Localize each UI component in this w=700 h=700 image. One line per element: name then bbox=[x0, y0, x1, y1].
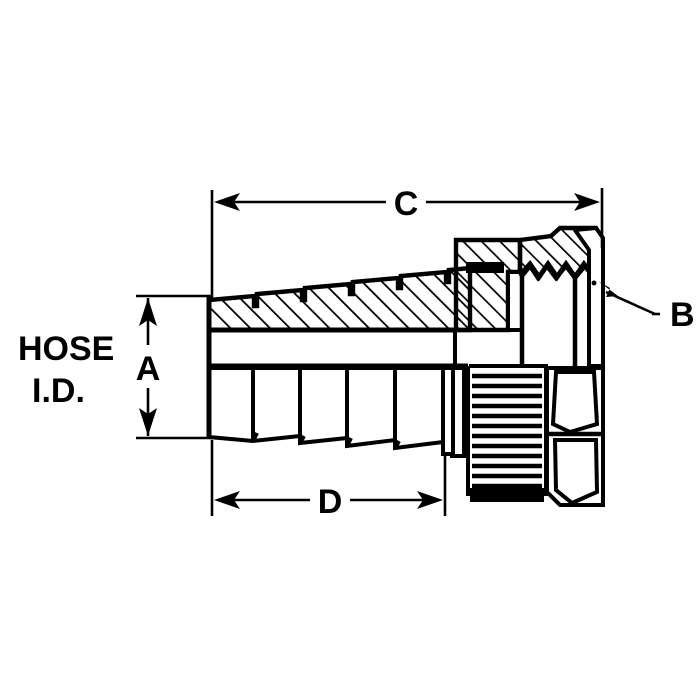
thread-crest-zigzag bbox=[519, 259, 595, 282]
hex-nut-lower bbox=[545, 366, 605, 507]
barb-outside-view bbox=[207, 366, 470, 458]
barb-section-upper bbox=[206, 265, 473, 333]
detail-dot bbox=[591, 280, 597, 286]
dim-c-arrow-right bbox=[574, 193, 600, 211]
dim-a-arrow-top bbox=[139, 298, 157, 326]
barb-sawtooth-section bbox=[206, 265, 473, 333]
dim-d-label: D bbox=[318, 483, 343, 521]
barb-lower-profile bbox=[207, 366, 470, 453]
dim-b-label: B bbox=[670, 296, 695, 334]
hose-id-line-1: HOSE bbox=[18, 330, 114, 368]
dim-c-label: C bbox=[394, 185, 419, 223]
thread-profile-upper bbox=[517, 225, 605, 368]
dim-d-arrow-left bbox=[214, 491, 240, 509]
bore-clear bbox=[209, 330, 469, 366]
collar-step-inner bbox=[441, 366, 455, 456]
key-notch-solid bbox=[466, 262, 504, 273]
hose-id-line-2: I.D. bbox=[32, 372, 85, 410]
dim-d-arrow-right bbox=[417, 491, 443, 509]
hex-flat-lower bbox=[552, 438, 600, 506]
thread-lines-lower bbox=[472, 373, 542, 489]
thread-sleeve-base-solid bbox=[470, 488, 544, 502]
dim-c-arrow-left bbox=[214, 193, 240, 211]
dimension-a: A bbox=[136, 294, 212, 440]
detail-ticks bbox=[453, 280, 597, 368]
thread-nose-right bbox=[571, 225, 605, 368]
hose-id-note: HOSE I.D. bbox=[18, 330, 114, 410]
dim-a-label: A bbox=[136, 350, 161, 388]
threaded-sleeve-lower bbox=[466, 364, 548, 502]
dimension-c: C bbox=[210, 185, 604, 300]
dim-a-arrow-bottom bbox=[139, 408, 157, 436]
dim-b-arrowhead bbox=[598, 281, 618, 297]
fitting-body bbox=[206, 225, 605, 507]
sleeve-section-upper bbox=[453, 237, 524, 333]
hex-flat-upper bbox=[550, 370, 600, 435]
dimension-b: B bbox=[598, 281, 695, 334]
dimension-d: D bbox=[210, 440, 447, 521]
